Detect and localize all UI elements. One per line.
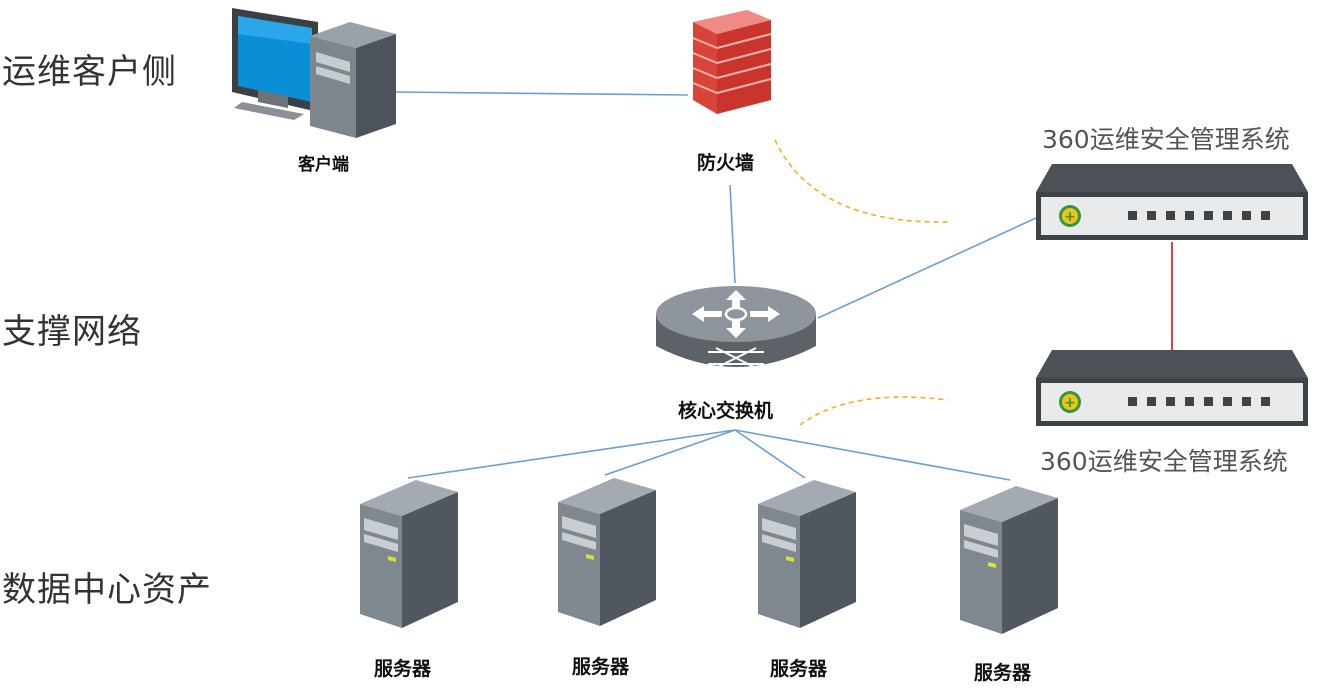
link-switch-server-3 xyxy=(734,429,806,479)
svg-text:+: + xyxy=(1064,209,1076,225)
link-switch-server-1 xyxy=(407,429,736,479)
tier-label-datacenter-assets: 数据中心资产 xyxy=(2,570,212,610)
router-switch-icon xyxy=(656,286,816,369)
link-switch-appliance xyxy=(817,217,1037,319)
brick-firewall-icon xyxy=(692,10,772,114)
appliance-top-label: 360运维安全管理系统 xyxy=(1042,125,1290,154)
bypass-arc-top xyxy=(774,139,951,223)
tier-label-support-network: 支撑网络 xyxy=(2,312,142,352)
link-firewall-switch xyxy=(729,184,736,284)
appliance-bottom-label: 360运维安全管理系统 xyxy=(1040,447,1288,476)
svg-text:+: + xyxy=(1064,395,1076,411)
server-label-3: 服务器 xyxy=(770,658,828,680)
tower-server-icon xyxy=(360,480,458,628)
tower-server-icon xyxy=(558,478,656,626)
bypass-arc-bottom xyxy=(799,396,949,426)
server-label-2: 服务器 xyxy=(572,656,630,678)
firewall-label: 防火墙 xyxy=(697,152,755,174)
tier-label-client-side: 运维客户侧 xyxy=(2,52,177,92)
tower-server-icon xyxy=(960,486,1058,634)
client-label: 客户端 xyxy=(298,155,349,175)
server-label-4: 服务器 xyxy=(974,662,1032,684)
desktop-computer-icon xyxy=(232,8,396,138)
tower-server-icon xyxy=(758,480,856,628)
link-switch-server-2 xyxy=(604,429,736,476)
link-client-firewall xyxy=(394,91,689,96)
core-switch-label: 核心交换机 xyxy=(678,400,774,422)
link-switch-server-4 xyxy=(734,429,1011,481)
rack-appliance-icon: + xyxy=(1036,164,1308,240)
rack-appliance-icon: + xyxy=(1036,350,1308,426)
server-label-1: 服务器 xyxy=(374,658,432,680)
